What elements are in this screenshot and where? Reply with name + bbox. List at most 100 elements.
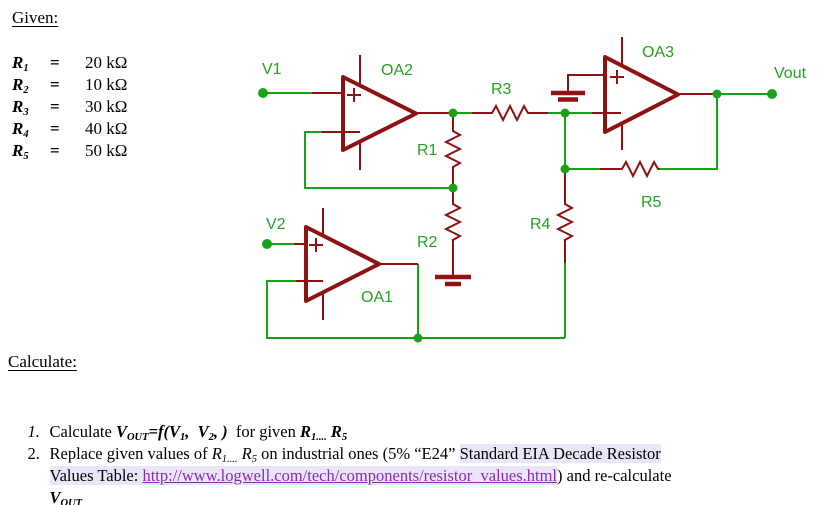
resistor-name: R4	[12, 119, 29, 140]
resistor-row: R1 = 20 kΩ	[12, 52, 212, 74]
resistor-name: R1	[12, 53, 29, 74]
label-r2: R2	[417, 234, 438, 251]
resistor-name: R2	[12, 75, 29, 96]
text-segment: f(V	[157, 422, 180, 441]
label-oa3: OA3	[642, 44, 674, 61]
text-segment: R	[237, 444, 252, 463]
text-segment: ,	[185, 422, 190, 441]
label-v2: V2	[266, 216, 286, 233]
text-segment: on industrial ones (5% “E24”	[257, 444, 460, 463]
resistor-list: R1 = 20 kΩ R2 = 10 kΩ R3 = 30 kΩ R4 = 40 kΩ R5 = 5…	[12, 52, 212, 162]
junction-dot	[448, 183, 458, 193]
text-segment: =	[148, 422, 158, 441]
text-segment: R	[211, 444, 222, 463]
label-r5: R5	[641, 194, 662, 211]
junction-dot	[712, 89, 722, 99]
calc-item-1: 1.Calculate VOUT=f(V1, V2, ) for given R…	[11, 399, 835, 471]
resistor-row: R2 = 10 kΩ	[12, 74, 212, 96]
resistor-value: 40 kΩ	[85, 119, 128, 138]
resistor-row: R3 = 30 kΩ	[12, 96, 212, 118]
text-segment: V	[115, 422, 127, 441]
label-r3: R3	[491, 81, 512, 98]
opamp-oa1	[304, 225, 381, 303]
resistor-r4	[555, 169, 575, 263]
junction-dot	[560, 108, 570, 118]
text-segment: R	[330, 422, 342, 441]
label-r4: R4	[530, 216, 551, 233]
text-segment: OUT	[60, 498, 83, 505]
wire-r5-to-output	[660, 94, 718, 170]
terminal-dot-v2	[262, 239, 272, 249]
text-segment: OUT	[126, 432, 149, 443]
text-segment: 5	[341, 432, 348, 443]
label-oa2: OA2	[381, 62, 413, 79]
resistor-row: R5 = 50 kΩ	[12, 140, 212, 162]
plus-icon	[610, 70, 624, 84]
item-marker: 1.	[27, 422, 40, 441]
opamp-oa3	[603, 55, 680, 134]
text-segment: 1....	[221, 454, 238, 465]
junction-dot	[560, 164, 570, 174]
opamp-oa2	[341, 75, 418, 152]
item-text: Values Table: http://www.logwell.com/tec…	[49, 466, 672, 485]
junction-dot	[448, 108, 458, 118]
resistor-r3	[472, 103, 548, 123]
equals-sign: =	[50, 75, 60, 94]
text-segment: for given	[227, 422, 300, 441]
resistor-value: 10 kΩ	[85, 75, 128, 94]
junction-dot	[413, 333, 423, 343]
text-segment: 5	[251, 454, 258, 465]
circuit-labels: V1 OA2 R3 OA3 Vout R1 R5 V2 R2 R4 OA1	[262, 44, 807, 306]
terminal-dot-v1	[258, 88, 268, 98]
wire-oa2-feedback	[304, 131, 450, 189]
given-heading: Given:	[12, 8, 59, 27]
text-segment: ) and re-calculate	[557, 466, 672, 485]
resistor-name: R5	[12, 141, 29, 162]
text-segment: 1	[179, 432, 186, 443]
ground-r2	[435, 274, 471, 287]
resistor-value: 50 kΩ	[85, 141, 128, 160]
calc-item-2-line-1: 2.Replace given values of R1.... R5 on i…	[11, 421, 835, 493]
wires	[263, 92, 772, 339]
label-r1: R1	[417, 142, 438, 159]
text-segment: , )	[213, 422, 228, 441]
item-text: VOUT	[50, 488, 83, 505]
text-segment: Calculate	[49, 422, 116, 441]
calculate-heading: Calculate:	[8, 352, 77, 371]
equals-sign: =	[50, 141, 60, 160]
resistor-row: R4 = 40 kΩ	[12, 118, 212, 140]
resistor-value: 20 kΩ	[85, 53, 128, 72]
resistor-values-link[interactable]: http://www.logwell.com/tech/components/r…	[142, 466, 558, 485]
item-marker: 2.	[27, 444, 40, 463]
terminal-dot-vout	[767, 89, 777, 99]
label-vout: Vout	[774, 65, 807, 82]
equals-sign: =	[50, 53, 60, 72]
components	[294, 37, 717, 320]
text-segment: Standard EIA Decade Resistor	[459, 444, 661, 463]
text-segment: Replace given values of	[49, 444, 212, 463]
label-v1: V1	[262, 61, 282, 78]
junction-dots	[258, 88, 777, 343]
label-oa1: OA1	[361, 289, 393, 306]
item-text: Replace given values of R1.... R5 on ind…	[49, 444, 661, 465]
text-segment: Values Table:	[49, 466, 143, 485]
text-segment: V	[197, 422, 209, 441]
text-segment: V	[49, 488, 61, 505]
resistor-r2	[443, 188, 463, 276]
calc-item-2-line-3: VOUT	[11, 465, 835, 505]
resistor-r5	[600, 159, 660, 179]
resistor-value: 30 kΩ	[85, 97, 128, 116]
item-text: Calculate VOUT=f(V1, V2, ) for given R1.…	[49, 422, 348, 443]
plus-icon	[347, 88, 361, 102]
equals-sign: =	[50, 97, 60, 116]
plus-icon	[309, 238, 323, 252]
text-segment: R	[300, 422, 312, 441]
resistor-r1	[443, 113, 463, 188]
ground-oa3-plus	[551, 74, 605, 102]
input-polarity-marks	[308, 70, 624, 282]
text-segment: 1....	[311, 432, 327, 443]
resistor-name: R3	[12, 97, 29, 118]
equals-sign: =	[50, 119, 60, 138]
